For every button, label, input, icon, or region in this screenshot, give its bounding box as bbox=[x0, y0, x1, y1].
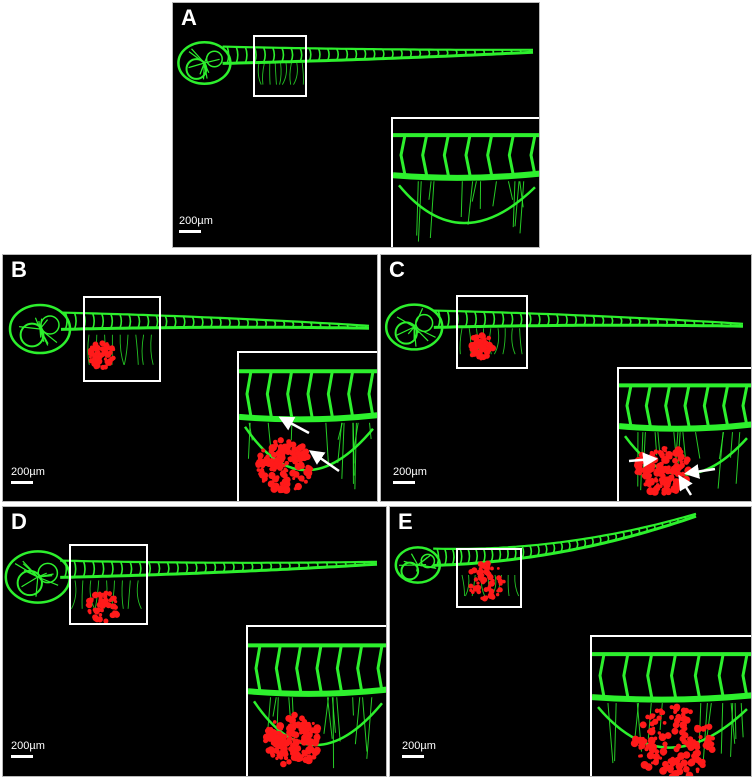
panel-a: A 200µm bbox=[172, 2, 540, 248]
panel-label: E bbox=[398, 509, 413, 534]
scale-bar-label: 200µm bbox=[402, 740, 436, 752]
scale-bar-label: 200µm bbox=[11, 466, 45, 478]
magnified-inset-d bbox=[246, 625, 386, 776]
magnified-inset-c bbox=[617, 367, 751, 501]
panel-label: A bbox=[181, 5, 197, 30]
panel-d: D 200µm bbox=[2, 506, 387, 777]
scale-bar: 200µm bbox=[179, 216, 213, 233]
scale-bar-label: 200µm bbox=[11, 740, 45, 752]
scale-bar: 200µm bbox=[11, 467, 45, 484]
magnified-inset-a bbox=[391, 117, 539, 247]
scale-bar-label: 200µm bbox=[179, 215, 213, 227]
fish-vasculature-b bbox=[8, 303, 370, 370]
fish-vasculature-d bbox=[4, 550, 378, 624]
scale-bar-line bbox=[11, 755, 33, 758]
scale-bar: 200µm bbox=[402, 741, 436, 758]
fish-vasculature-c bbox=[384, 303, 744, 361]
region-of-interest-box bbox=[456, 295, 528, 369]
region-of-interest-box bbox=[253, 35, 307, 97]
panel-e: E 200µm bbox=[389, 506, 752, 777]
scale-bar-line bbox=[393, 481, 415, 484]
scale-bar-label: 200µm bbox=[393, 466, 427, 478]
fish-vasculature-e bbox=[394, 512, 697, 602]
scale-bar-line bbox=[179, 230, 201, 233]
panel-label: C bbox=[389, 257, 405, 282]
panel-b: B 200µm bbox=[2, 254, 378, 502]
region-of-interest-box bbox=[69, 544, 148, 625]
magnified-inset-e bbox=[590, 635, 751, 776]
panel-label: B bbox=[11, 257, 27, 282]
magnified-inset-b bbox=[237, 351, 377, 501]
region-of-interest-box bbox=[83, 296, 161, 382]
panel-c: C 200µm bbox=[380, 254, 752, 502]
panel-label: D bbox=[11, 509, 27, 534]
scale-bar: 200µm bbox=[11, 741, 45, 758]
fish-vasculature-a bbox=[177, 40, 534, 86]
scale-bar: 200µm bbox=[393, 467, 427, 484]
region-of-interest-box bbox=[456, 548, 522, 608]
scale-bar-line bbox=[11, 481, 33, 484]
scale-bar-line bbox=[402, 755, 424, 758]
